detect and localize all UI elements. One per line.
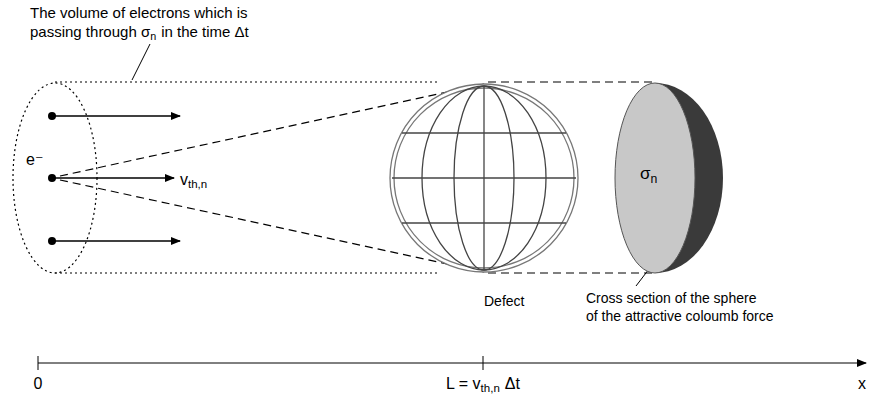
velocity-arrow <box>52 177 174 179</box>
label-text: of the attractive coloumb force <box>586 308 774 324</box>
cylinder-edge <box>55 81 440 82</box>
axis-label: x <box>858 374 866 393</box>
velocity-arrow <box>52 115 180 117</box>
subscript-text: n <box>651 172 658 186</box>
caption-text: passing through σn in the time Δt <box>30 23 249 43</box>
label-text: Δt <box>505 375 520 392</box>
subscript-text: n <box>150 30 156 42</box>
cylinder-edge <box>55 272 440 273</box>
caption-text: The volume of electrons which is <box>30 4 248 22</box>
leader-line <box>132 44 150 80</box>
callout-text: Cross section of the sphere <box>586 290 756 307</box>
node-shape <box>12 82 98 274</box>
label-text: 0 <box>34 375 43 392</box>
cylinder-edge <box>488 81 655 82</box>
label-text: Cross section of the sphere <box>586 290 756 306</box>
label-text: σ <box>640 164 651 183</box>
subscript-text: th,n <box>188 178 207 190</box>
label-text: in the time Δt <box>161 23 249 40</box>
x-axis <box>38 363 866 364</box>
label-text: The volume of electrons which is <box>30 4 248 21</box>
label-text: e⁻ <box>26 151 43 168</box>
node-shape <box>389 83 579 273</box>
label-text: Defect <box>484 293 524 309</box>
axis-tick <box>483 356 484 370</box>
cross-section: σn <box>588 82 728 274</box>
subscript-text: th,n <box>481 382 500 394</box>
label-text: L = v <box>446 375 481 392</box>
defect-label: Defect <box>484 293 524 310</box>
label-text: v <box>180 171 188 188</box>
cross-section-symbol: σn <box>640 164 657 186</box>
cylinder-edge <box>488 272 655 273</box>
label-text: passing through σ <box>30 23 150 40</box>
node-shape <box>588 82 728 274</box>
callout-text: of the attractive coloumb force <box>586 308 774 325</box>
electron-volume: e⁻ <box>12 82 98 274</box>
axis-label: L = vth,n Δt <box>446 374 520 396</box>
label-text: x <box>858 375 866 392</box>
velocity-arrow <box>52 240 180 242</box>
velocity-label: vth,n <box>180 170 207 192</box>
electron-symbol: e⁻ <box>26 150 43 169</box>
axis-label: 0 <box>34 374 43 393</box>
axis-tick <box>38 356 39 370</box>
defect-sphere: Defect <box>389 83 579 273</box>
